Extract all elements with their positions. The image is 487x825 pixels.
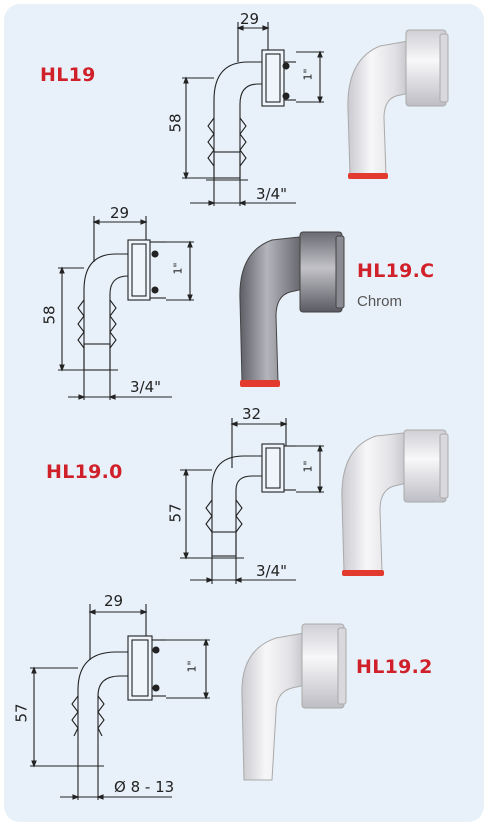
dim-thread-hl19c: 1": [171, 262, 185, 275]
dim-height-hl19c: 58: [40, 305, 59, 325]
dim-thread-hl190: 1": [301, 460, 315, 473]
drawing-hl190: [180, 418, 324, 584]
photo-hl192: [241, 623, 347, 781]
finish-label-hl19c: Chrom: [357, 293, 403, 310]
product-code-hl192: HL19.2: [356, 656, 433, 678]
dim-outlet-hl19c: 3/4": [130, 378, 162, 396]
drawing-hl19c: [58, 216, 194, 400]
photo-hl19: [347, 29, 449, 179]
photo-hl19c: [239, 231, 345, 387]
dim-height-hl19: 58: [166, 113, 185, 133]
drawing-hl19: [182, 22, 324, 206]
dim-width-hl19c: 29: [110, 204, 130, 222]
dim-height-hl190: 57: [166, 503, 185, 523]
dim-thread-hl192: 1": [185, 660, 199, 673]
product-code-hl19: HL19: [40, 64, 96, 86]
drawing-hl192: [30, 604, 210, 800]
dim-width-hl192: 29: [104, 592, 124, 610]
dim-thread-hl19: 1": [301, 68, 315, 81]
dim-outlet-hl19: 3/4": [256, 185, 288, 203]
dim-outlet-hl192: Ø 8 - 13: [114, 778, 175, 796]
dim-width-hl190: 32: [242, 405, 262, 423]
dim-height-hl192: 57: [12, 703, 31, 723]
product-code-hl19c: HL19.C: [357, 260, 435, 282]
dim-outlet-hl190: 3/4": [256, 562, 288, 580]
photo-hl190: [341, 429, 449, 576]
dim-width-hl19: 29: [240, 10, 260, 28]
product-code-hl190: HL19.0: [46, 461, 123, 483]
